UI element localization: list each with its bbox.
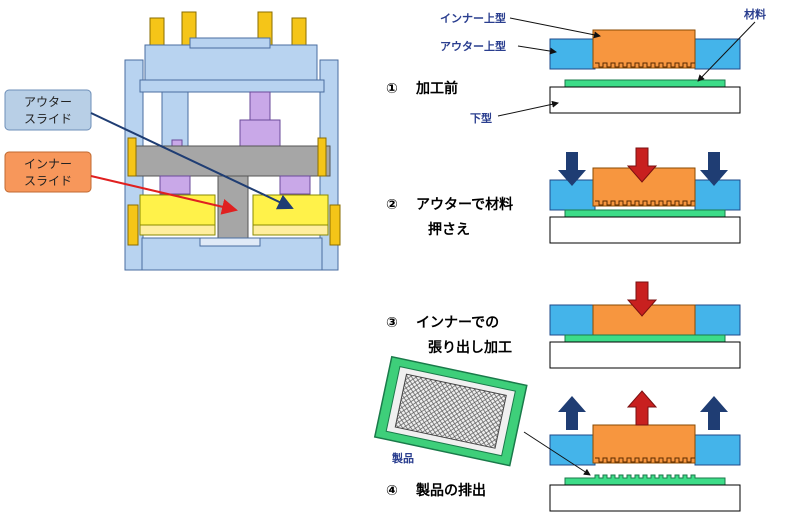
inner-slide-pointer bbox=[90, 175, 238, 215]
arrow-down-icon bbox=[626, 281, 658, 317]
product-pointer bbox=[523, 431, 591, 476]
inner-slide-label-1: インナー bbox=[24, 157, 72, 171]
inner-upper-pointer bbox=[509, 17, 601, 39]
outer-upper-pointer bbox=[517, 45, 557, 55]
lower-mold-label: 下型 bbox=[470, 111, 492, 125]
step1-text: 加工前 bbox=[415, 80, 458, 97]
outer-slide-label-1: アウター bbox=[24, 95, 72, 109]
inner-upper-label: インナー上型 bbox=[440, 11, 506, 25]
arrow-up-icon bbox=[558, 396, 586, 430]
outer-slide-callout: アウター スライド bbox=[4, 89, 92, 131]
outer-upper-label: アウター上型 bbox=[440, 39, 506, 53]
step4-text: 製品の排出 bbox=[415, 482, 486, 499]
product-label: 製品 bbox=[391, 451, 414, 465]
material-label: 材料 bbox=[744, 7, 766, 21]
lower-mold-pointer bbox=[497, 100, 559, 117]
press-machine bbox=[124, 11, 341, 271]
step3-text-1: インナーでの bbox=[416, 315, 499, 331]
step3-diagram bbox=[549, 281, 741, 369]
step2-diagram bbox=[549, 147, 741, 244]
arrow-down-icon bbox=[700, 152, 728, 186]
arrow-down-icon bbox=[558, 152, 586, 186]
inner-slide-label-2: スライド bbox=[24, 174, 72, 188]
step4-diagram bbox=[549, 390, 741, 512]
step4-number: ④ bbox=[386, 483, 398, 499]
material-pointer bbox=[697, 21, 756, 82]
step1-number: ① bbox=[386, 81, 398, 97]
step3-text-2: 張り出し加工 bbox=[428, 339, 512, 356]
outer-slide-pointer bbox=[90, 112, 294, 210]
arrow-up-icon bbox=[700, 396, 728, 430]
step1-diagram bbox=[549, 29, 741, 114]
step2-number: ② bbox=[386, 197, 398, 213]
arrow-down-icon bbox=[626, 147, 658, 183]
step2-text-1: アウターで材料 bbox=[416, 196, 513, 213]
product-illustration bbox=[373, 355, 528, 467]
step2-text-2: 押さえ bbox=[428, 221, 470, 238]
step3-number: ③ bbox=[386, 315, 398, 331]
arrow-up-icon bbox=[626, 390, 658, 426]
inner-slide-callout: インナー スライド bbox=[4, 151, 92, 193]
outer-slide-label-2: スライド bbox=[24, 112, 72, 126]
